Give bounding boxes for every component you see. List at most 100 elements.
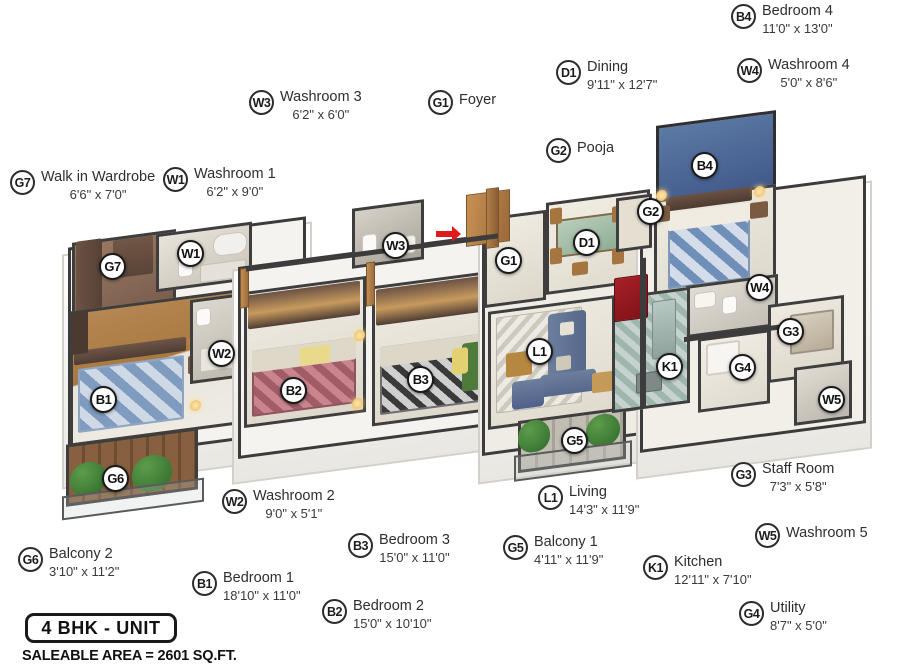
legend-item-g6: G6 Balcony 2 3'10" x 11'2" [18,547,119,579]
legend-name: Washroom 4 [768,57,850,73]
legend-badge-g5: G5 [503,535,528,560]
legend-name: Bedroom 3 [379,532,450,548]
plan-marker-d1: D1 [573,229,600,256]
legend-name: Balcony 2 [49,546,113,562]
plan-marker-g6: G6 [102,465,129,492]
legend-item-g1: G1 Foyer [428,90,496,115]
plan-marker-g1: G1 [495,247,522,274]
legend-name: Balcony 1 [534,534,598,550]
legend-badge-w3: W3 [249,90,274,115]
dining-chair-2 [550,247,562,265]
legend-badge-g7: G7 [10,170,35,195]
legend-item-d1: D1 Dining 9'11" x 12'7" [556,60,657,92]
legend-badge-k1: K1 [643,555,668,580]
legend-name: Washroom 5 [786,525,868,541]
legend-badge-g3: G3 [731,462,756,487]
unit-title-text: 4 BHK - UNIT [41,617,161,638]
armchair [512,377,544,411]
legend-item-g4: G4 Utility 8'7" x 5'0" [739,601,827,633]
legend-item-l1: L1 Living 14'3" x 11'9" [538,485,639,517]
legend-dimensions: 3'10" x 11'2" [49,564,120,579]
legend-badge-w5: W5 [755,523,780,548]
plan-marker-w3: W3 [382,232,409,259]
legend-dimensions: 9'0" x 5'1" [265,506,323,521]
legend-badge-w4: W4 [737,58,762,83]
legend-dimensions: 6'2" x 9'0" [206,184,264,199]
wc-fixture-2 [196,307,211,327]
legend-item-k1: K1 Kitchen 12'11" x 7'10" [643,555,752,587]
legend-name: Bedroom 1 [223,570,294,586]
legend-dimensions: 11'0" x 13'0" [762,21,833,36]
legend-badge-w1: W1 [163,167,188,192]
unit-title-box: 4 BHK - UNIT [25,613,177,643]
nightstand-b4-r [750,200,768,220]
plan-marker-w5: W5 [818,386,845,413]
legend-badge-g4: G4 [739,601,764,626]
legend-name: Walk in Wardrobe [41,169,156,185]
legend-badge-b4: B4 [731,4,756,29]
pillow-b3-yellow [452,346,468,376]
legend-item-b4: B4 Bedroom 4 11'0" x 13'0" [731,4,833,36]
dining-chair-1 [550,207,562,225]
legend-dimensions: 14'3" x 11'9" [569,502,640,517]
dining-chair-5 [572,260,588,277]
legend-badge-b3: B3 [348,533,373,558]
legend-item-w4: W4 Washroom 4 5'0" x 8'6" [737,58,850,90]
legend-badge-b1: B1 [192,571,217,596]
plan-marker-b3: B3 [407,366,434,393]
legend-dimensions: 15'0" x 11'0" [379,550,450,565]
legend-name: Washroom 2 [253,488,335,504]
plan-marker-g3: G3 [777,318,804,345]
legend-dimensions: 12'11" x 7'10" [674,572,752,587]
legend-dimensions: 15'0" x 10'10" [353,616,432,631]
cushion-2 [556,355,571,371]
legend-dimensions: 9'11" x 12'7" [587,77,658,92]
entrance-arrow [436,226,461,242]
saleable-area-text: SALEABLE AREA = 2601 SQ.FT. [22,648,237,664]
legend-item-b3: B3 Bedroom 3 15'0" x 11'0" [348,533,450,565]
plan-marker-w4: W4 [746,274,773,301]
legend-item-w5: W5 Washroom 5 [755,523,868,548]
plan-marker-g5: G5 [561,427,588,454]
legend-item-b2: B2 Bedroom 2 15'0" x 10'10" [322,599,432,631]
legend-name: Washroom 3 [280,89,362,105]
plan-marker-g4: G4 [729,354,756,381]
legend-name: Foyer [459,92,497,108]
legend-name: Utility [770,600,806,616]
plan-marker-k1: K1 [656,353,683,380]
washbasin-4 [694,290,716,310]
legend-dimensions: 5'0" x 8'6" [780,75,838,90]
plan-marker-b4: B4 [691,152,718,179]
legend-name: Dining [587,59,629,75]
legend-name: Living [569,484,607,500]
legend-badge-d1: D1 [556,60,581,85]
legend-badge-l1: L1 [538,485,563,510]
legend-item-w2: W2 Washroom 2 9'0" x 5'1" [222,489,335,521]
legend-badge-g6: G6 [18,547,43,572]
legend-badge-b2: B2 [322,599,347,624]
legend-name: Washroom 1 [194,166,276,182]
plan-marker-g7: G7 [99,253,126,280]
legend-name: Bedroom 4 [762,3,833,19]
legend-dimensions: 6'2" x 6'0" [292,107,350,122]
wc-fixture-4 [722,295,737,315]
legend-item-w1: W1 Washroom 1 6'2" x 9'0" [163,167,276,199]
cushion-1 [560,321,574,336]
plan-marker-l1: L1 [526,338,553,365]
legend-dimensions: 8'7" x 5'0" [770,618,827,633]
plan-marker-b2: B2 [280,377,307,404]
tv-console [72,310,88,356]
legend-item-g5: G5 Balcony 1 4'11" x 11'9" [503,535,603,567]
legend-dimensions: 4'11" x 11'9" [534,552,604,567]
legend-badge-w2: W2 [222,489,247,514]
legend-name: Bedroom 2 [353,598,424,614]
legend-name: Kitchen [674,554,723,570]
plan-marker-b1: B1 [90,386,117,413]
partition-wall-2 [640,257,646,409]
legend-badge-g1: G1 [428,90,453,115]
